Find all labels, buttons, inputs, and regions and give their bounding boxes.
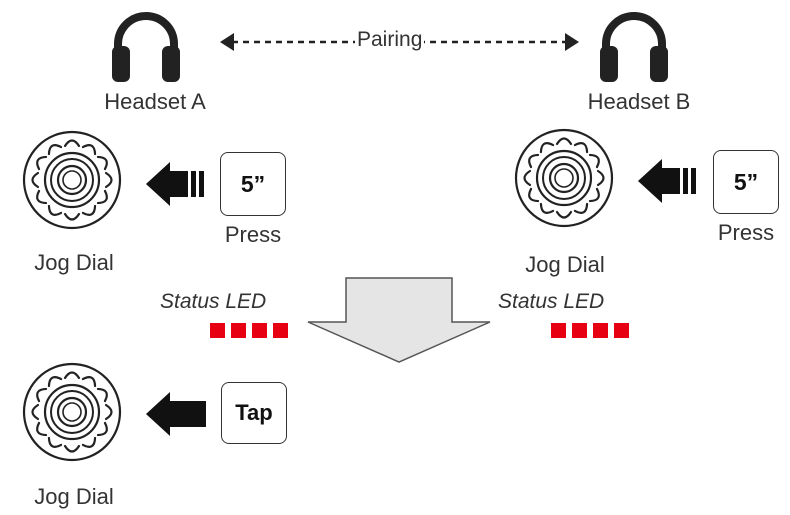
tap-arrow-icon <box>146 392 206 436</box>
headphones-icon-b <box>600 12 668 82</box>
jog-dial-label-left-2: Jog Dial <box>34 484 114 509</box>
press-arrow-icon-right <box>638 159 696 203</box>
jog-dial-label-left-1: Jog Dial <box>34 250 114 275</box>
jog-dial-icon-right <box>514 128 614 228</box>
jog-dial-icon-left-2 <box>22 362 122 462</box>
status-led-label-right: Status LED <box>498 290 605 313</box>
press-5s-button-right: 5” <box>713 150 779 214</box>
jog-dial-label-right: Jog Dial <box>525 252 605 277</box>
press-arrow-icon-left <box>146 162 204 206</box>
press-5s-button-left: 5” <box>220 152 286 216</box>
led-indicator <box>231 323 246 338</box>
led-indicator <box>572 323 587 338</box>
led-indicator <box>551 323 566 338</box>
headphones-icon-a <box>112 12 180 82</box>
led-indicator <box>614 323 629 338</box>
led-indicator <box>252 323 267 338</box>
led-indicator <box>593 323 608 338</box>
pairing-label: Pairing <box>355 28 425 52</box>
headset-a-label: Headset A <box>104 89 206 114</box>
led-indicator <box>210 323 225 338</box>
led-indicator <box>273 323 288 338</box>
status-led-left <box>210 323 288 338</box>
down-arrow-icon <box>307 277 491 363</box>
status-led-label-left: Status LED <box>160 290 267 313</box>
press-label-right: Press <box>717 220 775 245</box>
tap-button: Tap <box>221 382 287 444</box>
press-label-left: Press <box>224 222 282 247</box>
jog-dial-icon-left-1 <box>22 130 122 230</box>
headset-b-label: Headset B <box>587 89 691 114</box>
status-led-right <box>551 323 629 338</box>
